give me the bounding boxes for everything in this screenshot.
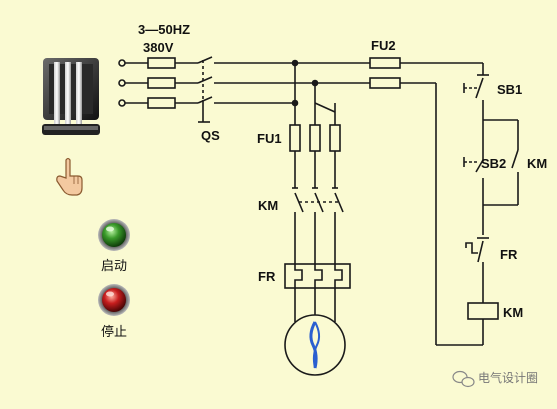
supply-frequency-label: 3—50HZ	[138, 22, 190, 37]
stop-label: 停止	[101, 324, 127, 339]
stop-button[interactable]	[98, 284, 130, 316]
industrial-panel-icon	[42, 58, 100, 135]
km-coil-label: KM	[503, 305, 523, 320]
pointing-hand-icon	[56, 157, 83, 196]
power-wiring	[118, 56, 519, 346]
start-label: 启动	[101, 258, 127, 273]
km-hold-label: KM	[527, 156, 547, 171]
fr-main-label: FR	[258, 269, 276, 284]
sb1-label: SB1	[497, 82, 522, 97]
supply-voltage-label: 380V	[143, 40, 174, 55]
qs-label: QS	[201, 128, 220, 143]
motor-symbol	[284, 314, 346, 376]
fr-ctrl-label: FR	[500, 247, 518, 262]
km-main-label: KM	[258, 198, 278, 213]
watermark-text: 电气设计圈	[478, 370, 538, 385]
fu1-label: FU1	[257, 131, 282, 146]
fu2-label: FU2	[371, 38, 396, 53]
start-button[interactable]	[98, 219, 130, 251]
sb2-label: SB2	[481, 156, 506, 171]
wechat-icon	[452, 370, 475, 388]
